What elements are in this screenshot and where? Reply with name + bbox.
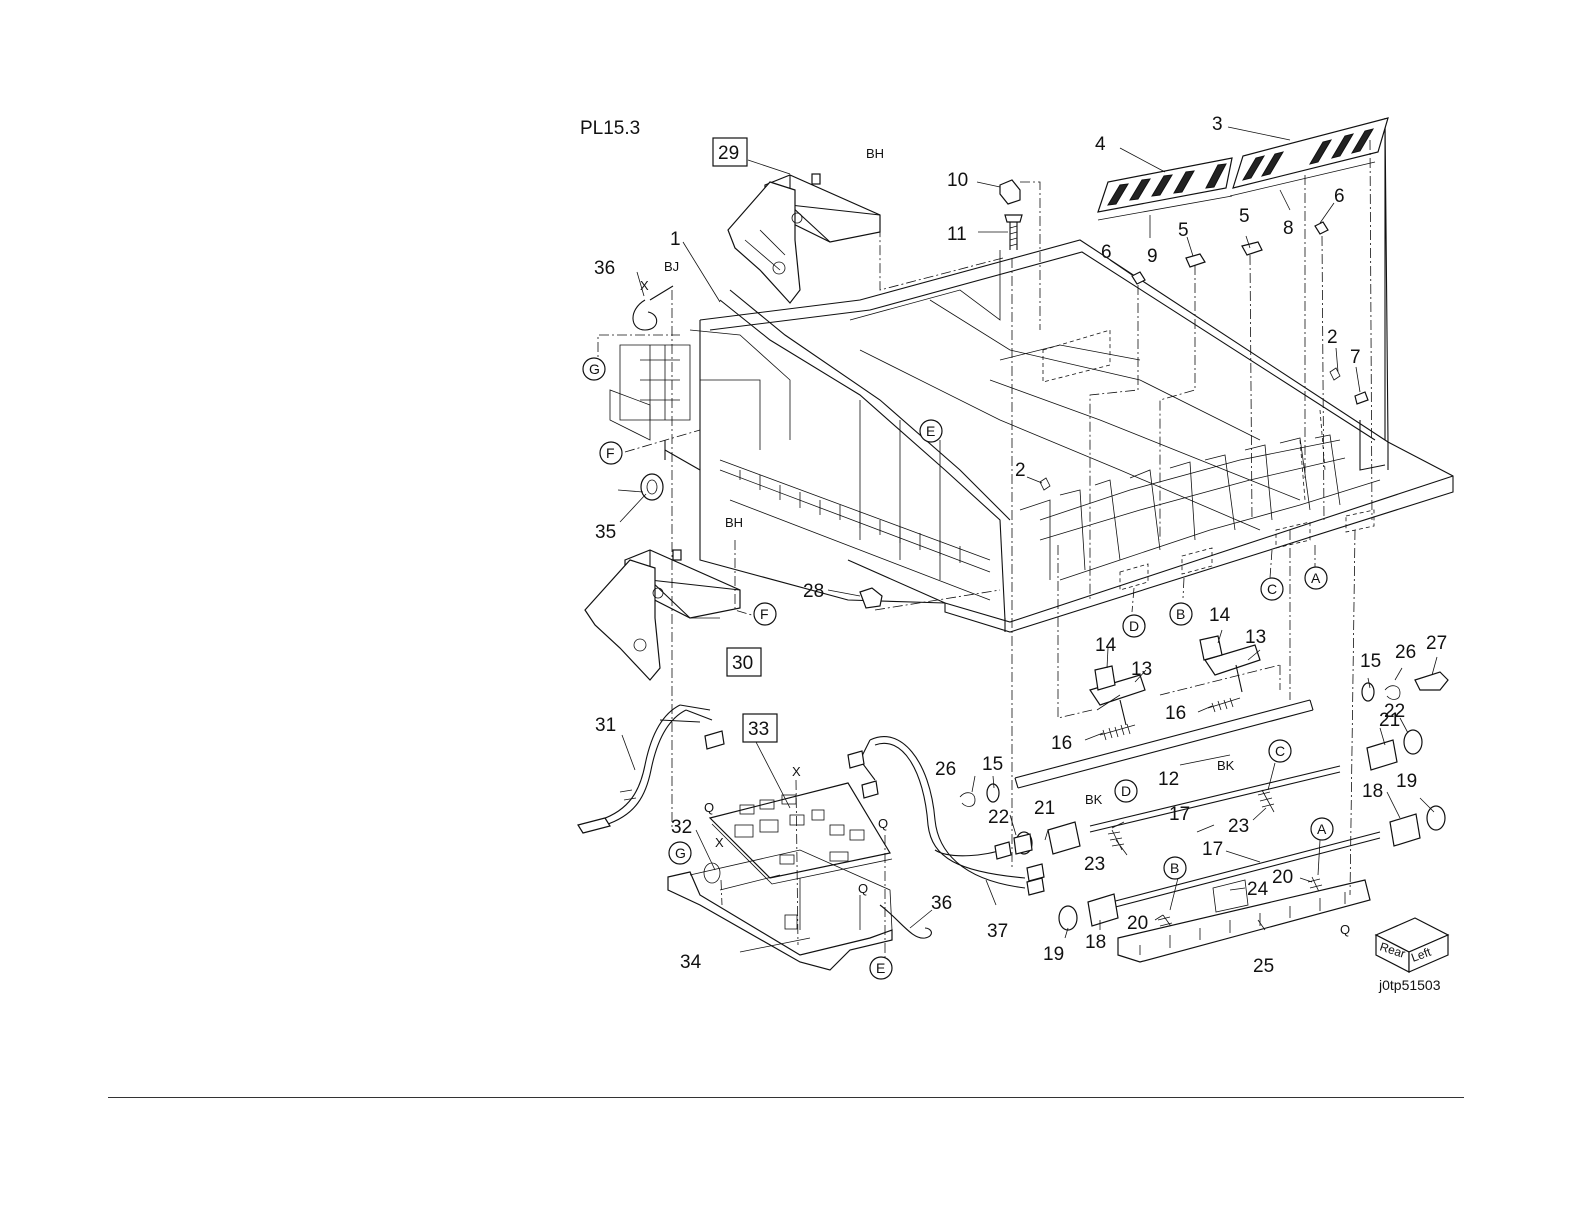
callout-23: 23 (1228, 816, 1249, 837)
label-Q: Q (878, 816, 888, 831)
callout-22: 22 (1384, 701, 1405, 722)
footer-divider (108, 1097, 1464, 1098)
callout-5: 5 (1178, 220, 1189, 241)
callout-14: 14 (1095, 635, 1117, 656)
ref-E: E (876, 960, 885, 976)
label-BH: BH (725, 515, 743, 530)
ref-F: F (606, 445, 615, 461)
callout-36: 36 (931, 893, 952, 914)
callout-33: 33 (748, 719, 769, 740)
callout-13: 13 (1131, 659, 1152, 680)
callout-5: 5 (1239, 206, 1250, 227)
callout-3: 3 (1212, 114, 1223, 135)
ref-F: F (760, 606, 769, 622)
callout-16: 16 (1165, 703, 1186, 724)
callout-25: 25 (1253, 956, 1274, 977)
callout-17: 17 (1202, 839, 1223, 860)
callout-14: 14 (1209, 605, 1231, 626)
ref-D: D (1121, 783, 1131, 799)
callout-4: 4 (1095, 134, 1106, 155)
solenoid-29 (728, 174, 880, 303)
callout-35: 35 (595, 522, 616, 543)
label-X: X (715, 835, 724, 850)
guide-25 (1118, 880, 1370, 962)
callout-6: 6 (1101, 242, 1112, 263)
ref-C: C (1267, 581, 1277, 597)
label-BJ: BJ (664, 259, 679, 274)
orientation-cube: Rear Left (1376, 918, 1448, 972)
callout-34: 34 (680, 952, 702, 973)
callout-8: 8 (1283, 218, 1294, 239)
harness-36-top (633, 286, 673, 330)
ref-B: B (1170, 860, 1179, 876)
ref-C: C (1275, 743, 1285, 759)
ref-B: B (1176, 606, 1185, 622)
callout-26: 26 (935, 759, 956, 780)
callout-15: 15 (982, 754, 1003, 775)
callout-21: 21 (1034, 798, 1055, 819)
callout-36: 36 (594, 258, 615, 279)
screw-11 (1005, 215, 1022, 250)
label-Q: Q (858, 881, 868, 896)
ref-A: A (1317, 821, 1327, 837)
label-BK: BK (1217, 758, 1235, 773)
label-X: X (640, 278, 649, 293)
callout-22: 22 (988, 807, 1009, 828)
callout-20: 20 (1127, 913, 1148, 934)
callout-6: 6 (1334, 186, 1345, 207)
ref-G: G (675, 845, 686, 861)
drawing-code: j0tp51503 (1379, 977, 1441, 993)
callout-27: 27 (1426, 633, 1447, 654)
callout-15: 15 (1360, 651, 1381, 672)
callout-24: 24 (1247, 879, 1269, 900)
callout-30: 30 (732, 653, 753, 674)
solenoid-30 (585, 550, 740, 680)
callout-26: 26 (1395, 642, 1416, 663)
callout-20: 20 (1272, 867, 1293, 888)
holder-28 (860, 588, 882, 608)
callout-31: 31 (595, 715, 616, 736)
callout-12: 12 (1158, 769, 1179, 790)
ref-E: E (926, 423, 935, 439)
label-Q: Q (1340, 922, 1350, 937)
callout-17: 17 (1169, 804, 1190, 825)
ref-D: D (1129, 618, 1139, 634)
label-BK: BK (1085, 792, 1103, 807)
ref-G: G (589, 361, 600, 377)
callout-37: 37 (987, 921, 1008, 942)
callout-19: 19 (1396, 771, 1417, 792)
ref-A: A (1311, 570, 1321, 586)
callout-2: 2 (1327, 327, 1338, 348)
callout-1: 1 (670, 229, 681, 250)
callout-19: 19 (1043, 944, 1064, 965)
callout-11: 11 (947, 224, 967, 245)
label-Q: Q (704, 800, 714, 815)
callout-18: 18 (1085, 932, 1106, 953)
callout-2: 2 (1015, 460, 1026, 481)
callout-7: 7 (1350, 347, 1361, 368)
callout-16: 16 (1051, 733, 1072, 754)
callout-9: 9 (1147, 246, 1158, 267)
chute-assembly (610, 118, 1453, 632)
callout-10: 10 (947, 170, 968, 191)
callout-23: 23 (1084, 854, 1105, 875)
label-BH: BH (866, 146, 884, 161)
callout-28: 28 (803, 581, 824, 602)
callout-32: 32 (671, 817, 692, 838)
label-X: X (792, 764, 801, 779)
callout-29: 29 (718, 143, 739, 164)
callout-13: 13 (1245, 627, 1266, 648)
springs (1100, 698, 1322, 932)
callout-18: 18 (1362, 781, 1383, 802)
